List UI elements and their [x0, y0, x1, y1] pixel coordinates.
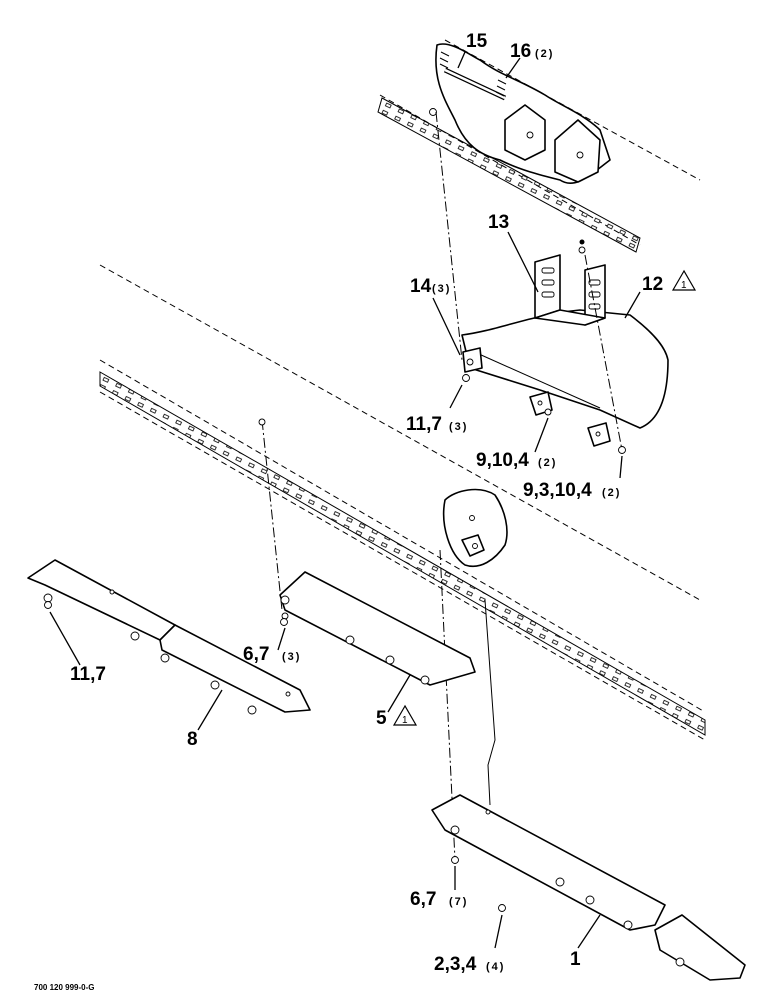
callout-6-7-mid: 6,7 (3)	[243, 644, 301, 665]
centerline	[261, 419, 283, 611]
callout-5: 5 1	[376, 704, 418, 729]
hardware	[44, 374, 626, 912]
callout-9-10-4: 9,10,4 (2)	[476, 450, 557, 471]
svg-text:(2): (2)	[602, 487, 621, 499]
skid-shoe-5	[279, 571, 476, 686]
svg-text:2,3,4: 2,3,4	[434, 954, 477, 975]
main-cutterbar	[99, 359, 706, 741]
callout-8: 8	[187, 729, 198, 750]
svg-text:6,7: 6,7	[243, 644, 269, 665]
svg-text:11,7: 11,7	[406, 414, 442, 435]
svg-text:(4): (4)	[486, 961, 505, 973]
callout-14: 14 (3)	[410, 276, 451, 297]
svg-text:(3): (3)	[282, 651, 301, 663]
header-outline-line	[99, 264, 701, 601]
svg-text:14: 14	[410, 276, 432, 297]
svg-text:12: 12	[642, 274, 663, 295]
svg-text:1: 1	[402, 715, 408, 726]
svg-text:(3): (3)	[449, 421, 468, 433]
svg-text:16: 16	[510, 41, 531, 62]
svg-text:(2): (2)	[538, 457, 557, 469]
callout-15: 15	[466, 31, 488, 52]
skid-shoe-8	[27, 559, 311, 715]
callout-2-3-4: 2,3,4 (4)	[434, 954, 505, 975]
centerline	[584, 254, 623, 451]
cutaway-detail-center	[442, 488, 508, 567]
callout-16: 16 (2)	[510, 41, 554, 62]
callout-13: 13	[488, 212, 509, 233]
bracket-13	[534, 239, 606, 326]
svg-text:9,3,10,4: 9,3,10,4	[523, 480, 592, 501]
callout-11-7-left: 11,7	[70, 664, 106, 685]
upper-cutterbar-detail	[377, 39, 701, 253]
callout-12: 12 1	[642, 269, 697, 295]
figure-reference: 700 120 999-0-G	[34, 983, 95, 992]
centerline	[435, 111, 463, 361]
svg-text:(2): (2)	[535, 48, 554, 60]
divider-shield-12	[461, 309, 669, 429]
callout-1: 1	[570, 949, 581, 970]
svg-text:6,7: 6,7	[410, 889, 436, 910]
callout-9-3-10-4: 9,3,10,4 (2)	[523, 480, 621, 501]
svg-text:5: 5	[376, 708, 387, 729]
callout-11-7-top: 11,7 (3)	[406, 414, 468, 435]
svg-text:9,10,4: 9,10,4	[476, 450, 529, 471]
svg-text:(7): (7)	[449, 896, 468, 908]
leader-lines	[49, 51, 641, 949]
skid-shoe-1	[431, 599, 746, 981]
svg-text:(3): (3)	[432, 283, 451, 295]
svg-text:1: 1	[570, 949, 581, 970]
callout-6-7-bottom: 6,7 (7)	[410, 889, 468, 910]
svg-text:13: 13	[488, 212, 509, 233]
svg-text:11,7: 11,7	[70, 664, 106, 685]
svg-text:8: 8	[187, 729, 198, 750]
svg-text:1: 1	[681, 280, 687, 291]
svg-text:15: 15	[466, 31, 488, 52]
